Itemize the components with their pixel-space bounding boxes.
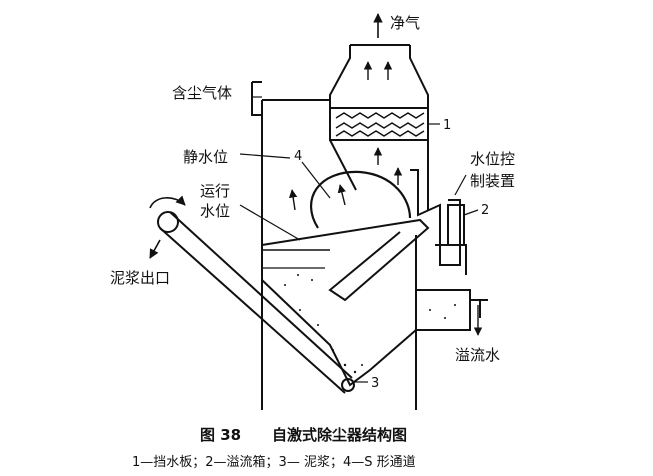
label-running-level-2: 水位 [200, 202, 230, 220]
conveyor-pulley-bottom [341, 378, 355, 392]
overflow-box-2 [410, 169, 461, 266]
label-sludge-outlet: 泥浆出口 [110, 269, 170, 287]
label-water-control-1: 水位控 [470, 150, 515, 168]
overflow-tank [416, 289, 471, 331]
chimney [329, 45, 429, 108]
sludge-out-arrow [149, 239, 161, 259]
label-overflow: 溢流水 [455, 346, 500, 364]
part-number-1: 1 [443, 118, 451, 133]
rotation-arrow [149, 195, 186, 209]
label-dusty-gas: 含尘气体 [172, 84, 232, 102]
control-device [447, 204, 465, 246]
figure-number: 图 38 [200, 426, 241, 444]
part-number-3: 3 [371, 376, 379, 391]
figure-legend: 1—挡水板；2—溢流箱；3— 泥浆；4—S 形通道 [132, 454, 416, 470]
zigzag-baffles [335, 112, 425, 137]
s-channel-top [329, 139, 357, 191]
label-running-level-1: 运行 [200, 182, 230, 200]
figure-title: 自激式除尘器结构图 [272, 426, 407, 444]
part-number-4: 4 [294, 149, 302, 164]
conveyor-upper [159, 227, 346, 394]
s-channel-curve [309, 170, 412, 229]
part-number-2: 2 [481, 203, 489, 218]
inclined-plate [261, 218, 430, 302]
label-water-control-2: 制装置 [470, 172, 515, 190]
sludge-dots [284, 274, 456, 374]
inlet-pipe [251, 82, 262, 116]
label-clean-air: 净气 [390, 14, 420, 32]
conveyor-lower [169, 211, 353, 379]
conveyor-pulley-top [157, 211, 179, 233]
hopper [261, 279, 417, 387]
label-static-level: 静水位 [183, 148, 228, 166]
